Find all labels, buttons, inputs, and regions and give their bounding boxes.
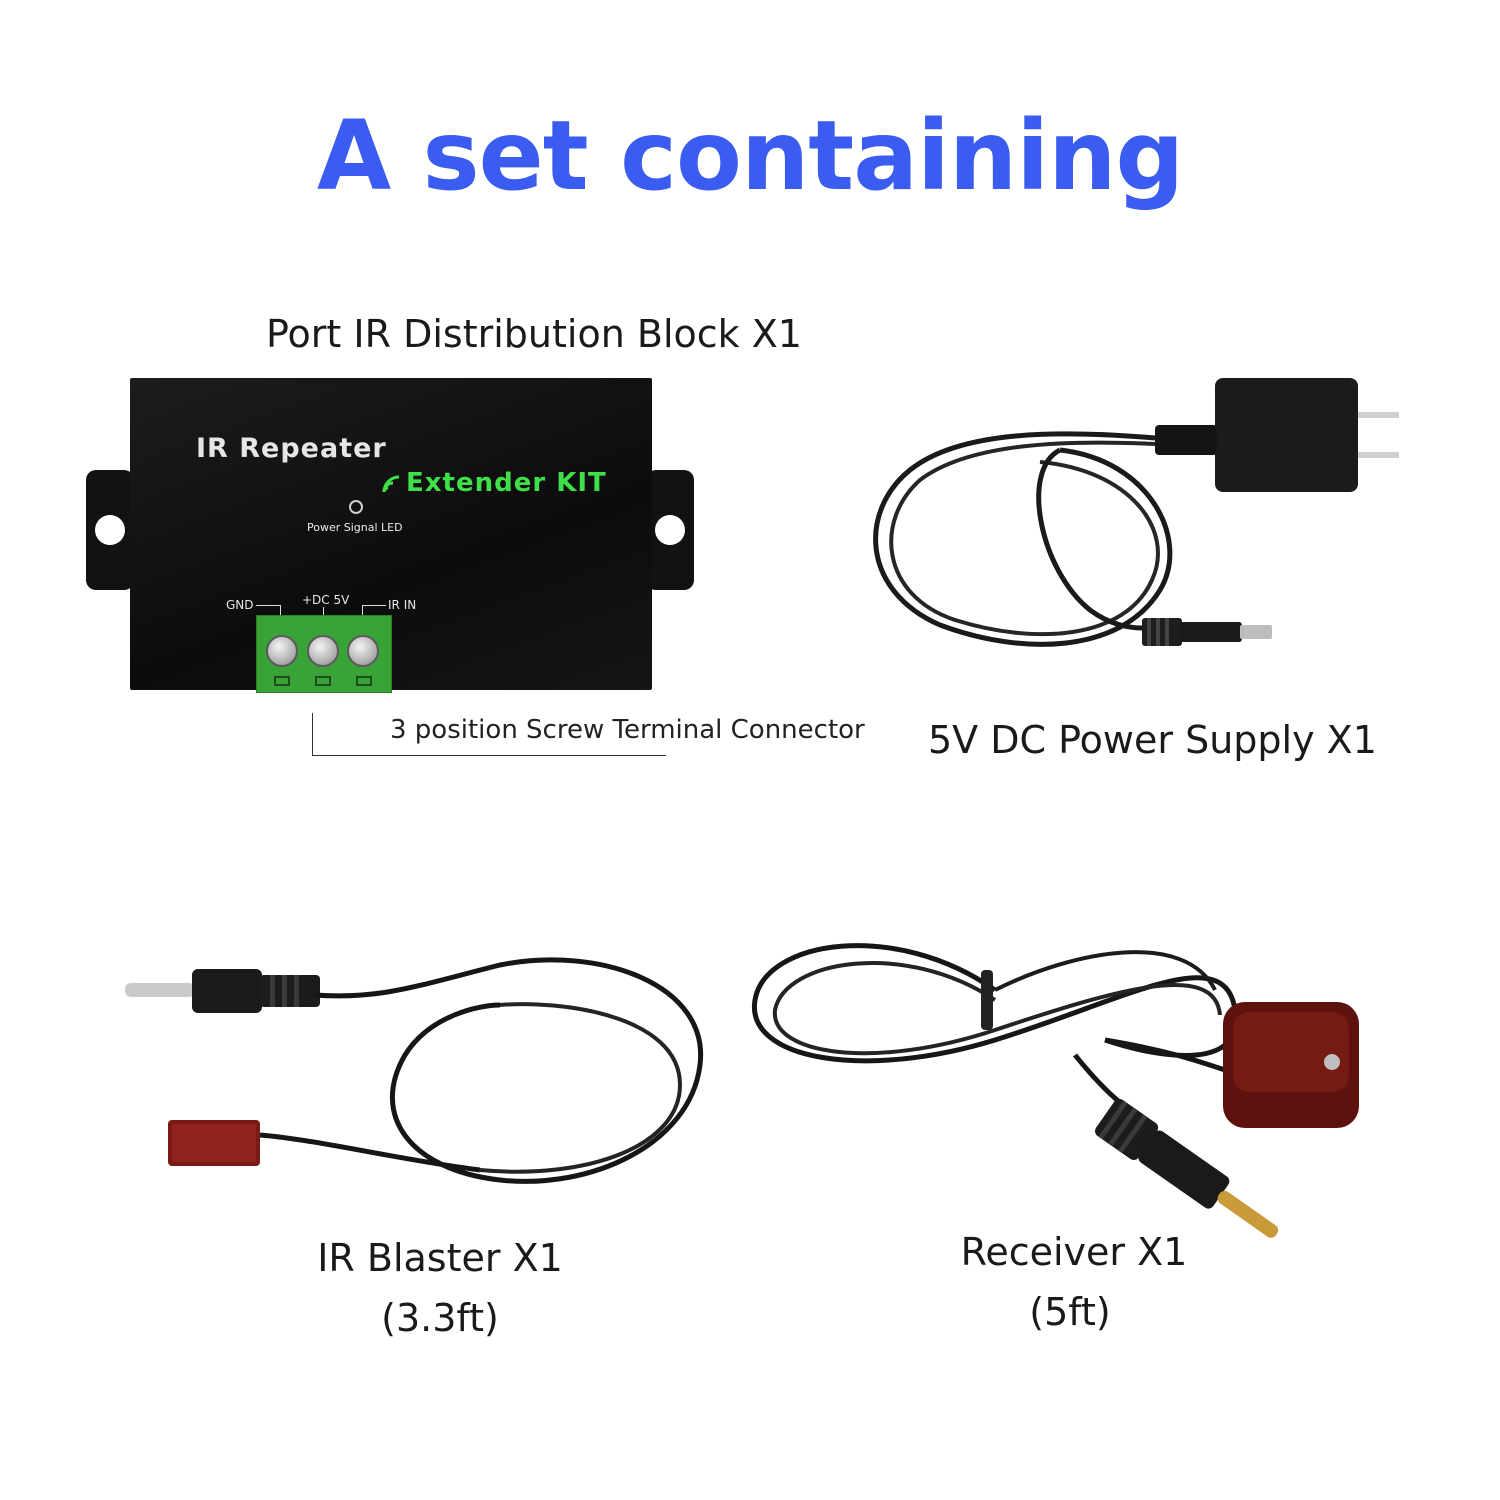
- block-caption: Port IR Distribution Block X1: [266, 312, 802, 356]
- receiver-length: (5ft): [1029, 1290, 1111, 1334]
- wifi-signal-icon: [382, 475, 400, 493]
- blaster-caption: IR Blaster X1: [317, 1236, 563, 1280]
- device-title: IR Repeater: [196, 433, 387, 464]
- pin-leader: [280, 605, 281, 615]
- terminal-slot: [356, 676, 372, 686]
- screw-icon: [307, 635, 339, 667]
- power-supply-image: [873, 378, 1399, 647]
- note-bracket: [312, 755, 666, 756]
- mounting-hole-icon: [655, 515, 685, 545]
- receiver-image: [752, 943, 1359, 1238]
- ir-blaster-image: [125, 957, 704, 1184]
- receiver-caption: Receiver X1: [960, 1230, 1188, 1274]
- led-label: Power Signal LED: [307, 521, 403, 534]
- led-indicator-icon: [349, 500, 363, 514]
- blaster-length: (3.3ft): [381, 1296, 499, 1340]
- terminal-slot: [274, 676, 290, 686]
- page-title: A set containing: [316, 100, 1184, 212]
- device-subtitle: Extender KIT: [406, 468, 607, 498]
- pin-label-gnd: GND: [226, 598, 254, 612]
- pin-label-dc5v: +DC 5V: [302, 593, 350, 607]
- pin-leader: [256, 605, 280, 606]
- mounting-ear-right: [646, 470, 694, 590]
- screw-icon: [347, 635, 379, 667]
- mounting-ear-left: [86, 470, 134, 590]
- power-caption: 5V DC Power Supply X1: [928, 718, 1377, 762]
- terminal-slot: [315, 676, 331, 686]
- mounting-hole-icon: [95, 515, 125, 545]
- screw-icon: [266, 635, 298, 667]
- pin-leader: [362, 605, 386, 606]
- pin-leader: [362, 605, 363, 615]
- connector-note: 3 position Screw Terminal Connector: [390, 715, 865, 745]
- note-bracket: [312, 713, 313, 755]
- pin-label-irin: IR IN: [388, 598, 417, 612]
- pin-leader: [323, 607, 324, 615]
